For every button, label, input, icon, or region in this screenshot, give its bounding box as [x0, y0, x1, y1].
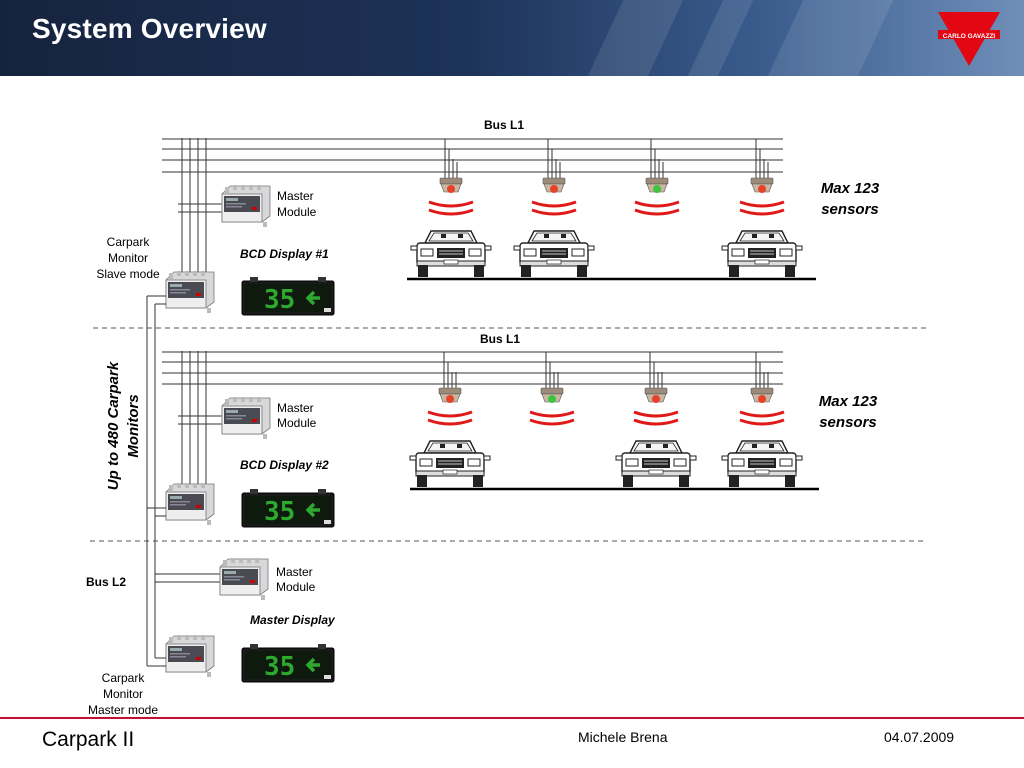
carpark-monitor-master-device: [165, 634, 215, 678]
bus-l1-lines: [162, 138, 783, 276]
sensor-led-red: [758, 185, 766, 193]
side-label-line2: Monitors: [125, 394, 142, 457]
footer-date: 04.07.2009: [884, 729, 955, 745]
bus-label: Bus L1: [484, 118, 524, 132]
bcd-display: 35: [241, 276, 335, 316]
detection-waves-icon: [632, 410, 680, 426]
slave-monitor-label-line1: Carpark: [107, 235, 151, 249]
carpark-monitor-device: [165, 482, 215, 526]
sensor-wires: [649, 352, 663, 388]
header-bar: System Overview CARLO GAVAZZI: [0, 0, 1024, 76]
car-icon: [409, 440, 491, 488]
display-digits: 35: [264, 652, 295, 682]
display-digits: 35: [264, 497, 295, 527]
detection-waves-icon: [633, 200, 681, 216]
arrow-left-icon: [305, 290, 320, 306]
slave-monitor-label-line3: Slave mode: [96, 267, 160, 281]
detection-waves-icon: [528, 410, 576, 426]
master-module-device: [219, 557, 269, 601]
car-icon: [513, 230, 595, 278]
sensor-wires: [443, 352, 457, 388]
car-icon: [615, 440, 697, 488]
monitor-backbone: [146, 295, 166, 667]
display-digits: 35: [264, 285, 295, 315]
carpark-monitor-device: [165, 270, 215, 314]
sensor-led-red: [447, 185, 455, 193]
master-module-label-line2: Module: [277, 205, 317, 219]
detection-waves-icon: [426, 410, 474, 426]
sensor-led-red: [550, 185, 558, 193]
detection-waves-icon: [738, 200, 786, 216]
detection-waves-icon: [738, 410, 786, 426]
display-label: BCD Display #2: [240, 458, 329, 472]
master-module-label-line2: Module: [276, 580, 316, 594]
max-sensors-line2: sensors: [821, 201, 879, 218]
display-label: Master Display: [250, 613, 336, 627]
page-title: System Overview: [32, 13, 267, 44]
sensor-led-red: [652, 395, 660, 403]
section-3: Bus L2 Master Module Master Display 35 C…: [86, 557, 336, 716]
bcd-display: 35: [241, 488, 335, 528]
sensor-led-red: [446, 395, 454, 403]
detection-waves-icon: [427, 200, 475, 216]
bus-label: Bus L1: [480, 332, 520, 346]
system-diagram: Bus L1 Master Module Carpark Monitor Sla…: [86, 118, 930, 716]
footer-title: Carpark II: [42, 728, 135, 751]
sensor-led-red: [758, 395, 766, 403]
section-2: Bus L1 Master Module BCD Display #2 35 M…: [162, 332, 878, 528]
side-label-line1: Up to 480 Carpark: [105, 361, 122, 490]
master-display: 35: [241, 643, 335, 683]
arrow-left-icon: [305, 657, 320, 673]
car-icon: [721, 230, 803, 278]
max-sensors-line2: sensors: [819, 414, 877, 431]
bus-l1-lines: [162, 351, 783, 488]
bus-l2-lines: [155, 573, 222, 583]
master-module-label-line1: Master: [277, 189, 314, 203]
display-label: BCD Display #1: [240, 247, 329, 261]
sensor-row: [410, 139, 803, 278]
max-sensors-line1: Max 123: [821, 180, 880, 197]
sensor-led-green: [653, 185, 661, 193]
sensor-led-green: [548, 395, 556, 403]
master-module-label-line2: Module: [277, 416, 317, 430]
master-monitor-label-line1: Carpark: [102, 671, 146, 685]
sensor-wires: [755, 352, 769, 388]
logo-text: CARLO GAVAZZI: [943, 33, 996, 40]
master-monitor-label-line3: Master mode: [88, 703, 158, 716]
side-label: Up to 480 Carpark Monitors: [105, 361, 142, 490]
master-module-device: [221, 184, 271, 228]
carlo-gavazzi-logo: CARLO GAVAZZI: [938, 12, 1000, 66]
car-icon: [410, 230, 492, 278]
master-module-label-line1: Master: [276, 565, 313, 579]
master-module-label-line1: Master: [277, 401, 314, 415]
sensor-wires: [545, 352, 559, 388]
footer-divider: [0, 717, 1024, 719]
footer-author: Michele Brena: [578, 729, 668, 745]
master-monitor-label-line2: Monitor: [103, 687, 143, 701]
car-icon: [721, 440, 803, 488]
max-sensors-line1: Max 123: [819, 393, 878, 410]
slave-monitor-label-line2: Monitor: [108, 251, 148, 265]
master-module-device: [221, 396, 271, 440]
bus-l2-label: Bus L2: [86, 575, 126, 589]
sensor-row: [409, 352, 803, 488]
arrow-left-icon: [305, 502, 320, 518]
detection-waves-icon: [530, 200, 578, 216]
section-1: Bus L1 Master Module Carpark Monitor Sla…: [96, 118, 880, 316]
